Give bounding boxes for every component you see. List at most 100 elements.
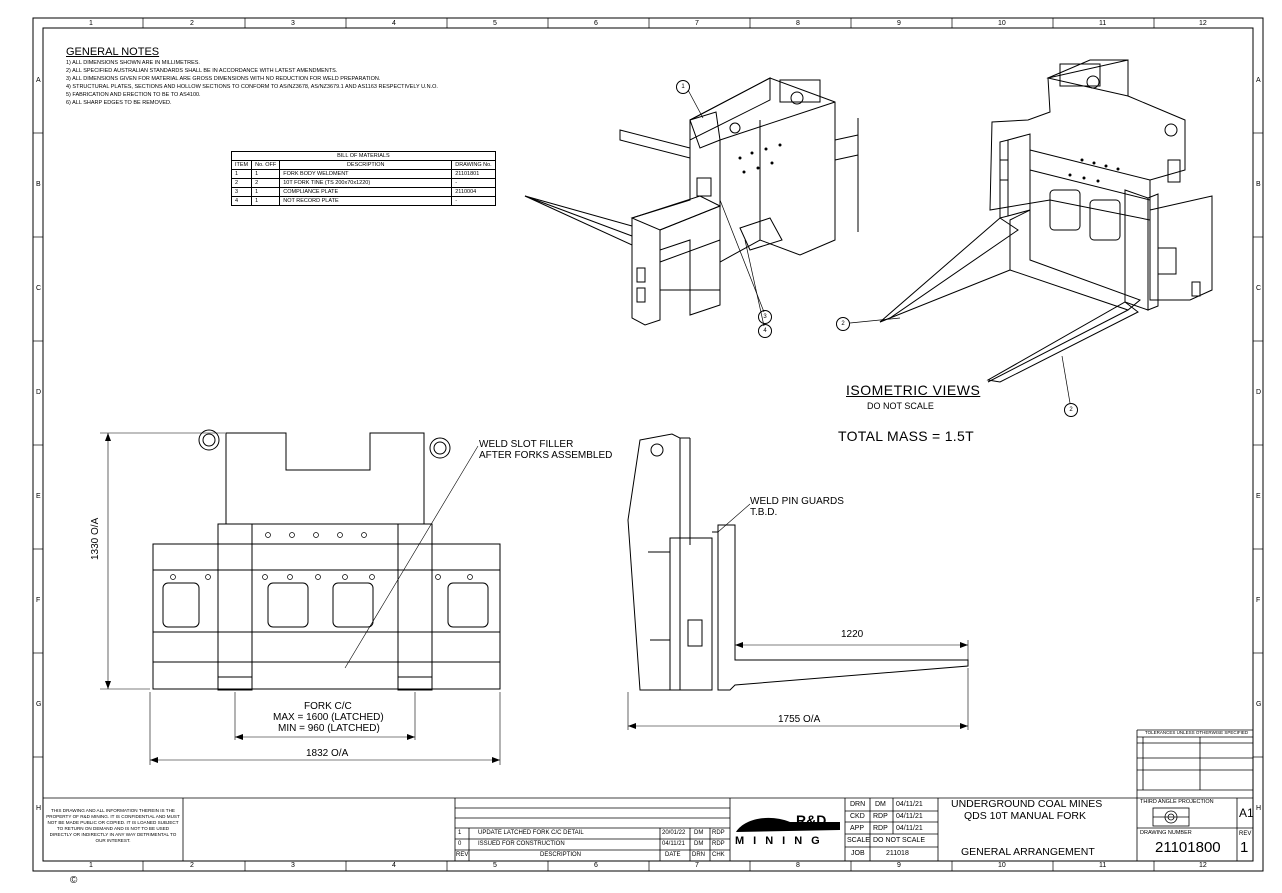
iso2-leaders <box>849 317 1071 404</box>
balloon-item: 2 <box>836 317 850 331</box>
drawing-title-line3: GENERAL ARRANGEMENT <box>961 846 1095 858</box>
weld-pin-note: WELD PIN GUARDS <box>750 496 844 507</box>
border-row-label: G <box>36 701 42 708</box>
bom-title: BILL OF MATERIALS <box>231 151 496 161</box>
approval-initials: DM <box>875 801 886 808</box>
approval-date: 04/11/21 <box>896 825 923 832</box>
revision-header: REV <box>456 852 469 858</box>
balloon-item: 1 <box>676 80 690 94</box>
bill-of-materials: BILL OF MATERIALS ITEM No. OFF DESCRIPTI… <box>230 151 496 206</box>
bom-cell: - <box>451 196 496 206</box>
bom-cell: 2 <box>251 178 281 188</box>
job-number: 211018 <box>886 850 909 857</box>
fork-cc-label: FORK C/C <box>304 701 352 712</box>
border-column-label: 10 <box>998 20 1006 27</box>
isometric-view-assembly <box>879 59 1213 383</box>
scale-value: DO NOT SCALE <box>873 837 925 844</box>
revision-number: 1 <box>458 830 462 836</box>
revision-checked: RDP <box>712 830 725 836</box>
drawing-number: 21101800 <box>1155 839 1221 856</box>
border-row-label: A <box>36 77 41 84</box>
border-row-label: G <box>1256 701 1262 708</box>
bom-header: No. OFF <box>251 160 281 170</box>
border-column-label: 5 <box>493 20 497 27</box>
border-column-label: 5 <box>493 862 497 869</box>
sheet-size: A1 <box>1239 806 1254 820</box>
border-row-label: A <box>1256 77 1261 84</box>
bom-cell: 2 <box>230 178 253 188</box>
balloon-item: 4 <box>758 324 772 338</box>
bom-cell: 1 <box>251 187 281 197</box>
revision-description: ISSUED FOR CONSTRUCTION <box>478 841 565 847</box>
bom-cell: COMPLIANCE PLATE <box>279 187 453 197</box>
dimension-overall-depth: 1755 O/A <box>778 714 821 725</box>
border-row-label: D <box>36 389 42 396</box>
border-column-label: 9 <box>897 862 901 869</box>
border-column-label: 12 <box>1199 862 1207 869</box>
approval-date: 04/11/21 <box>896 813 923 820</box>
approval-role: APP <box>850 825 865 832</box>
border-row-label: E <box>1256 493 1261 500</box>
revision-header: DRN <box>692 852 705 858</box>
bom-cell: 10T FORK TINE (TS 200x70x1220) <box>279 178 453 188</box>
front-elevation <box>152 429 501 691</box>
general-note: 3) ALL DIMENSIONS GIVEN FOR MATERIAL ARE… <box>66 76 381 82</box>
fork-cc-min: MIN = 960 (LATCHED) <box>278 723 380 734</box>
balloon-item: 3 <box>758 310 772 324</box>
revision-checked: RDP <box>712 841 725 847</box>
side-dim-arrows <box>628 642 968 729</box>
general-note: 2) ALL SPECIFIED AUSTRALIAN STANDARDS SH… <box>66 68 338 74</box>
border-row-label: C <box>1256 285 1262 292</box>
border-row-label: B <box>36 181 41 188</box>
border-row-label: H <box>36 805 42 812</box>
dimension-overall-height: 1330 O/A <box>90 517 101 560</box>
border-column-label: 1 <box>89 20 93 27</box>
border-column-label: 8 <box>796 20 800 27</box>
drawing-number-label: DRAWING NUMBER <box>1140 830 1192 836</box>
border-column-ticks <box>33 18 1263 871</box>
tolerance-title: TOLERANCES UNLESS OTHERWISE SPECIFIED <box>1145 730 1249 735</box>
revision-drawn: DM <box>694 841 704 847</box>
rev-label: REV <box>1239 831 1252 837</box>
approval-initials: RDP <box>873 825 888 832</box>
border-column-label: 4 <box>392 20 396 27</box>
bom-cell: 1 <box>251 196 281 206</box>
border-row-label: F <box>36 597 41 604</box>
confidentiality-notice: THIS DRAWING AND ALL INFORMATION THEREIN… <box>46 808 180 843</box>
fork-cc-max: MAX = 1600 (LATCHED) <box>273 712 384 723</box>
border-column-label: 2 <box>190 862 194 869</box>
approval-initials: RDP <box>873 813 888 820</box>
border-row-label: E <box>36 493 41 500</box>
company-logo <box>736 817 840 832</box>
revision-date: 20/01/22 <box>662 830 686 836</box>
bom-cell: 21101801 <box>451 169 496 179</box>
border-row-label: H <box>1256 805 1262 812</box>
drawing-title-line2: QDS 10T MANUAL FORK <box>964 810 1086 822</box>
general-notes-title: GENERAL NOTES <box>66 46 160 58</box>
projection-label: THIRD ANGLE PROJECTION <box>1140 799 1214 805</box>
title-block-frame <box>43 729 1253 861</box>
bom-cell: 2110004 <box>451 187 496 197</box>
front-dimensions <box>100 432 501 765</box>
border-column-label: 3 <box>291 862 295 869</box>
side-dimensions <box>627 503 969 730</box>
outer-border <box>32 17 1264 872</box>
logo-text: R&D <box>796 812 827 828</box>
revision-header: CHK <box>712 852 725 858</box>
revision-date: 04/11/21 <box>662 841 685 847</box>
bom-cell: - <box>451 178 496 188</box>
general-note: 5) FABRICATION AND ERECTION TO BE TO AS4… <box>66 92 201 98</box>
bom-cell: 4 <box>230 196 253 206</box>
border-column-label: 7 <box>695 20 699 27</box>
iso1-bolt-holes <box>738 143 782 174</box>
front-bolt-holes <box>170 532 473 580</box>
border-column-label: 6 <box>594 20 598 27</box>
revision-drawn: DM <box>694 830 704 836</box>
iso2-bolt-holes <box>1068 158 1120 183</box>
border-column-label: 4 <box>392 862 396 869</box>
job-label: JOB <box>851 850 865 857</box>
